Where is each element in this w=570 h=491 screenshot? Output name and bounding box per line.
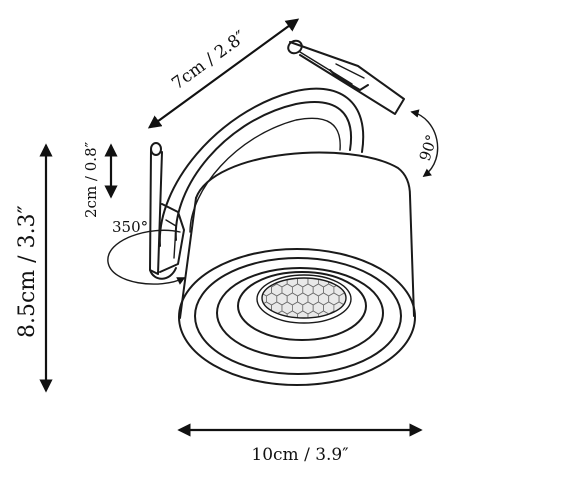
honeycomb-cell xyxy=(297,310,309,318)
small-height-dimension-label: 2cm / 0.8″ xyxy=(82,141,100,218)
height-dimension: 8.5cm / 3.3″ xyxy=(15,143,53,393)
small-height-dimension: 2cm / 0.8″ xyxy=(82,141,118,218)
width-dimension-arrow xyxy=(147,18,300,129)
rotation-arc-arrow xyxy=(107,229,186,285)
tilt-indicator: 90° xyxy=(410,109,441,178)
diameter-dimension-label: 10cm / 3.9″ xyxy=(251,445,348,465)
spring-clip-right xyxy=(287,39,405,115)
honeycomb-cell xyxy=(262,301,273,315)
rotation-indicator: 350° xyxy=(107,218,186,285)
honeycomb-cell xyxy=(338,310,346,318)
light-front-face xyxy=(178,248,416,386)
tilt-arc-arrow xyxy=(410,109,439,178)
diameter-dimension: 10cm / 3.9″ xyxy=(177,423,423,465)
height-dimension-label: 8.5cm / 3.3″ xyxy=(15,205,40,338)
mounting-ring xyxy=(158,87,365,247)
spring-clip-left xyxy=(149,142,185,280)
rotation-label: 350° xyxy=(112,218,148,236)
